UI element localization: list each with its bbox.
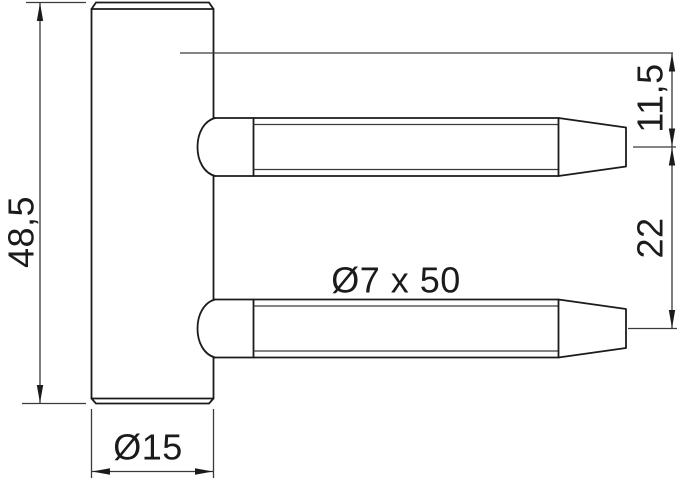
diameter-extension-lines [90,409,215,478]
height-arrow-down [36,385,44,403]
spacing-arrow-down [668,310,676,328]
pin-spec-label: Ø7 x 50 [331,260,461,301]
diameter-arrow-left [92,468,110,475]
pin-top-tapered-tip [557,117,627,177]
body-bottom-face [90,397,215,405]
diameter-arrow-right [195,468,213,475]
pin-top-edge-highlights [253,123,559,171]
pin-bottom-shaft-outline [214,298,560,359]
offset-arrow-up [668,53,676,72]
spacing-dimension-label: 22 [630,217,671,258]
dimension-diameter: Ø15 [90,409,215,478]
dimension-height: 48,5 [1,1,86,405]
pin-bottom-round-cap [196,298,216,359]
height-arrow-up [36,3,44,21]
offset-arrow-down [668,128,676,147]
diameter-dimension-label: Ø15 [113,427,183,468]
part-body [90,1,215,405]
spacing-arrow-up [668,147,676,166]
offset-dimension-label: 11,5 [630,63,671,132]
height-dimension-label: 48,5 [1,196,42,268]
pin-top-round-cap [196,117,216,177]
pin-top [196,117,627,177]
pin-top-shaft-outline [214,117,560,177]
dimension-right-side: 11,5 22 [180,52,677,330]
body-top-face [90,1,215,10]
pin-bottom-edge-highlights [253,305,559,352]
pin-bottom [196,298,627,359]
pin-bottom-tapered-tip [557,298,627,359]
